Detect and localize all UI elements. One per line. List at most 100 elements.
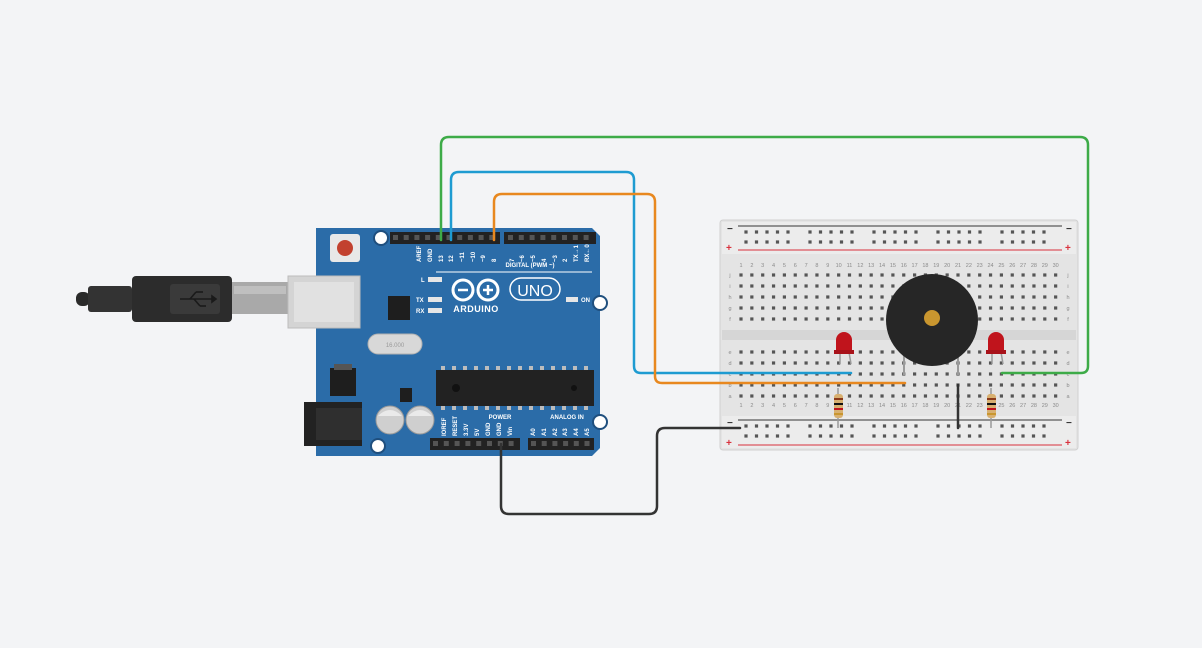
breadboard-hole[interactable] — [826, 383, 830, 387]
breadboard-hole[interactable] — [869, 295, 873, 299]
digital-pin-hole[interactable] — [425, 235, 431, 240]
digital-pin-hole[interactable] — [414, 235, 420, 240]
breadboard-hole[interactable] — [891, 273, 895, 277]
power-rail-hole[interactable] — [786, 240, 790, 244]
breadboard-hole[interactable] — [761, 394, 765, 398]
power-rail-hole[interactable] — [775, 424, 780, 428]
breadboard-hole[interactable] — [945, 383, 949, 387]
breadboard-hole[interactable] — [1021, 284, 1025, 288]
breadboard-hole[interactable] — [978, 295, 982, 299]
power-rail-hole[interactable] — [893, 240, 897, 244]
power-rail-hole[interactable] — [808, 434, 812, 438]
breadboard-hole[interactable] — [913, 383, 917, 387]
power-rail-hole[interactable] — [978, 240, 982, 244]
breadboard-hole[interactable] — [978, 284, 982, 288]
breadboard-hole[interactable] — [858, 361, 862, 365]
power-rail-hole[interactable] — [1000, 230, 1004, 234]
breadboard-hole[interactable] — [978, 372, 982, 376]
breadboard-hole[interactable] — [804, 317, 808, 321]
analog-pin-hole[interactable] — [573, 441, 579, 446]
breadboard-hole[interactable] — [750, 295, 754, 299]
breadboard-hole[interactable] — [750, 317, 754, 321]
power-rail-hole[interactable] — [1042, 424, 1046, 428]
breadboard-hole[interactable] — [945, 273, 949, 277]
power-rail-hole[interactable] — [839, 424, 844, 428]
power-rail-hole[interactable] — [850, 424, 854, 428]
breadboard-hole[interactable] — [815, 273, 819, 277]
breadboard-hole[interactable] — [869, 273, 873, 277]
breadboard-hole[interactable] — [826, 295, 830, 299]
wire-blue-pin12[interactable] — [449, 170, 853, 375]
breadboard-hole[interactable] — [891, 361, 895, 365]
breadboard-hole[interactable] — [815, 394, 819, 398]
breadboard-hole[interactable] — [978, 383, 982, 387]
breadboard-hole[interactable] — [837, 361, 841, 365]
breadboard-hole[interactable] — [1010, 284, 1014, 288]
breadboard-hole[interactable] — [793, 361, 797, 365]
breadboard-hole[interactable] — [858, 306, 862, 310]
power-rail-hole[interactable] — [914, 230, 918, 234]
power-rail-hole[interactable] — [957, 230, 961, 234]
breadboard-hole[interactable] — [978, 350, 982, 354]
breadboard-hole[interactable] — [880, 306, 884, 310]
breadboard-hole[interactable] — [869, 372, 873, 376]
breadboard-hole[interactable] — [1032, 295, 1036, 299]
breadboard-hole[interactable] — [999, 284, 1003, 288]
breadboard-hole[interactable] — [782, 295, 786, 299]
breadboard-hole[interactable] — [771, 284, 776, 288]
breadboard-hole[interactable] — [978, 273, 982, 277]
breadboard-hole[interactable] — [761, 350, 765, 354]
power-rail-hole[interactable] — [829, 240, 833, 244]
breadboard-hole[interactable] — [999, 361, 1003, 365]
power-rail-hole[interactable] — [775, 240, 780, 244]
power-rail-hole[interactable] — [978, 230, 982, 234]
breadboard-hole[interactable] — [793, 394, 797, 398]
breadboard-hole[interactable] — [1010, 350, 1014, 354]
breadboard-hole[interactable] — [804, 361, 808, 365]
breadboard-hole[interactable] — [858, 372, 862, 376]
power-rail-hole[interactable] — [957, 240, 961, 244]
analog-header[interactable] — [528, 438, 594, 450]
power-rail-hole[interactable] — [914, 424, 918, 428]
breadboard-hole[interactable] — [869, 394, 873, 398]
breadboard-hole[interactable] — [847, 284, 852, 288]
analog-pin-hole[interactable] — [531, 441, 536, 446]
breadboard-hole[interactable] — [1032, 383, 1036, 387]
breadboard-hole[interactable] — [847, 361, 852, 365]
breadboard-hole[interactable] — [804, 273, 808, 277]
breadboard-hole[interactable] — [1043, 306, 1047, 310]
power-rail-hole[interactable] — [1021, 240, 1025, 244]
power-rail-hole[interactable] — [744, 424, 748, 428]
power-pin-hole[interactable] — [433, 441, 438, 446]
power-rail-hole[interactable] — [850, 230, 854, 234]
digital-pin-hole[interactable] — [540, 235, 546, 240]
power-rail-hole[interactable] — [893, 230, 897, 234]
breadboard-hole[interactable] — [869, 306, 873, 310]
power-rail-hole[interactable] — [1031, 424, 1036, 428]
breadboard-hole[interactable] — [739, 306, 743, 310]
breadboard-hole[interactable] — [967, 372, 971, 376]
power-rail-hole[interactable] — [754, 230, 759, 234]
breadboard-hole[interactable] — [793, 350, 797, 354]
breadboard-hole[interactable] — [1010, 295, 1014, 299]
breadboard-hole[interactable] — [793, 284, 797, 288]
breadboard-hole[interactable] — [847, 317, 852, 321]
breadboard-hole[interactable] — [891, 394, 895, 398]
power-rail-hole[interactable] — [1042, 240, 1046, 244]
power-rail-hole[interactable] — [957, 434, 961, 438]
breadboard-hole[interactable] — [913, 273, 917, 277]
power-rail-hole[interactable] — [1000, 240, 1004, 244]
power-rail-hole[interactable] — [903, 434, 908, 438]
breadboard-hole[interactable] — [782, 306, 786, 310]
breadboard-hole[interactable] — [902, 394, 906, 398]
power-rail-hole[interactable] — [1000, 424, 1004, 428]
breadboard-hole[interactable] — [1010, 394, 1014, 398]
breadboard-hole[interactable] — [1021, 317, 1025, 321]
breadboard-hole[interactable] — [804, 394, 808, 398]
resistor-right[interactable] — [987, 388, 996, 428]
breadboard-hole[interactable] — [739, 284, 743, 288]
breadboard-hole[interactable] — [847, 273, 852, 277]
digital-pin-hole[interactable] — [457, 235, 463, 240]
breadboard-hole[interactable] — [1054, 361, 1058, 365]
breadboard-hole[interactable] — [815, 295, 819, 299]
